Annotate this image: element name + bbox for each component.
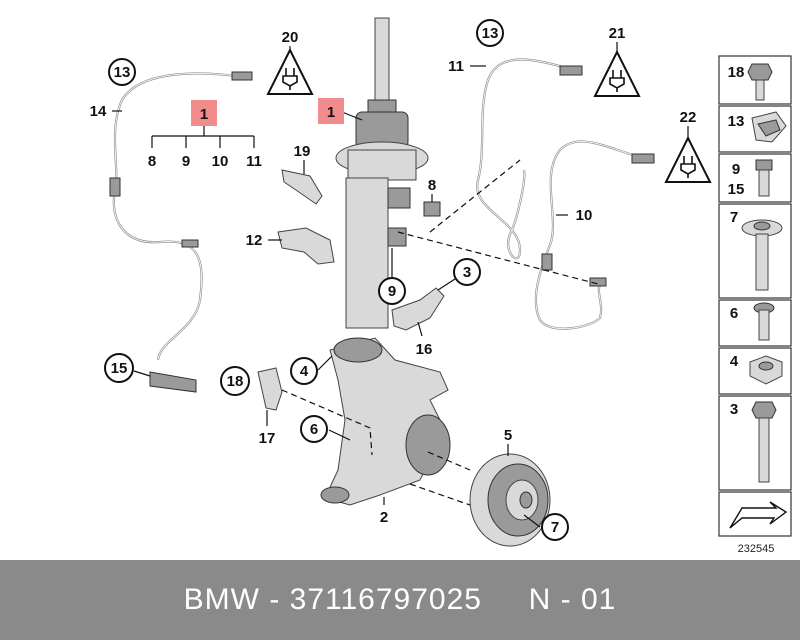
figure-number: 232545 xyxy=(738,543,775,555)
svg-text:13: 13 xyxy=(482,25,499,42)
callout-16: 16 xyxy=(416,341,433,358)
callout-18-circle: 18 xyxy=(220,366,250,396)
callout-17: 17 xyxy=(259,430,276,447)
callout-22: 22 xyxy=(680,109,697,126)
bracket-16 xyxy=(391,287,445,331)
sensor-wire-14 xyxy=(109,71,253,393)
callout-12: 12 xyxy=(246,232,263,249)
svg-text:9: 9 xyxy=(732,161,740,178)
callout-11: 11 xyxy=(448,58,464,75)
panel-row-4: 4 xyxy=(718,347,792,395)
plug-icon xyxy=(680,156,696,178)
warning-triangle-20 xyxy=(266,47,314,95)
callout-7-circle: 7 xyxy=(541,513,569,541)
callout-20: 20 xyxy=(282,29,299,46)
callout-1-main-highlight xyxy=(318,98,344,124)
arrow-icon xyxy=(729,501,788,529)
warning-triangle-21 xyxy=(593,49,641,97)
plug-icon xyxy=(609,70,625,92)
hex-nut-icon xyxy=(749,355,783,385)
callout-14: 14 xyxy=(90,103,107,120)
svg-text:3: 3 xyxy=(730,401,738,418)
svg-text:7: 7 xyxy=(730,209,738,226)
callout-11-sub: 11 xyxy=(246,153,262,170)
callout-9-circle: 9 xyxy=(378,277,406,305)
panel-row-6: 6 xyxy=(718,299,792,347)
svg-text:18: 18 xyxy=(227,373,244,390)
panel-row-7: 7 xyxy=(718,203,792,299)
torx-bolt-icon xyxy=(753,302,775,341)
callout-21: 21 xyxy=(609,25,626,42)
svg-text:15: 15 xyxy=(111,360,128,377)
shock-strut xyxy=(335,17,429,329)
wheel-hub xyxy=(469,453,551,547)
callout-9-sub: 9 xyxy=(182,153,190,170)
callout-2: 2 xyxy=(380,509,388,526)
panel-row-3: 3 xyxy=(718,395,792,491)
clip-8 xyxy=(423,201,441,217)
svg-text:4: 4 xyxy=(730,353,739,370)
svg-text:3: 3 xyxy=(463,264,471,281)
panel-row-18: 18 xyxy=(718,55,792,105)
fastener-panel: 18 13 9 15 7 xyxy=(718,55,792,555)
warning-triangle-22 xyxy=(664,135,712,183)
svg-text:15: 15 xyxy=(728,181,745,198)
callout-10-sub: 10 xyxy=(212,153,229,170)
bracket-17 xyxy=(257,367,283,411)
screw-icon xyxy=(755,159,773,197)
svg-text:13: 13 xyxy=(728,113,745,130)
callout-3-circle: 3 xyxy=(453,258,481,286)
callout-19: 19 xyxy=(294,143,311,160)
callout-15-circle: 15 xyxy=(104,353,134,383)
panel-row-arrow xyxy=(718,491,792,537)
bracket-12 xyxy=(277,227,335,265)
footer-bar: BMW - 37116797025 N - 01 xyxy=(0,560,800,640)
svg-text:13: 13 xyxy=(114,64,131,81)
clip-icon xyxy=(751,111,787,143)
sensor-wire-11 xyxy=(476,58,583,260)
parts-diagram: 1 1 8 9 10 11 14 20 19 12 8 16 17 2 5 11… xyxy=(90,17,792,555)
callout-13-left: 13 xyxy=(108,58,136,86)
callout-6-circle: 6 xyxy=(300,415,328,443)
callout-10: 10 xyxy=(576,207,593,224)
callout-8: 8 xyxy=(428,177,436,194)
bracket-19 xyxy=(281,169,323,205)
svg-text:7: 7 xyxy=(551,519,559,536)
panel-row-13: 13 xyxy=(718,105,792,153)
callout-1-top-highlight xyxy=(191,100,217,126)
callout-13-right: 13 xyxy=(476,19,504,47)
steering-knuckle xyxy=(320,337,451,506)
callout-4-circle: 4 xyxy=(290,357,318,385)
part-number-caption: BMW - 37116797025 N - 01 xyxy=(183,583,617,616)
bolt-hex-icon xyxy=(747,63,773,101)
svg-text:18: 18 xyxy=(728,64,745,81)
sensor-wire-10 xyxy=(534,140,655,330)
svg-text:4: 4 xyxy=(300,363,309,380)
plug-icon xyxy=(282,68,298,90)
svg-text:6: 6 xyxy=(310,421,318,438)
callout-5: 5 xyxy=(504,427,512,444)
collar-bolt-icon xyxy=(741,219,783,291)
long-bolt-icon xyxy=(751,401,777,483)
callout-1-main: 1 xyxy=(327,104,335,121)
svg-text:9: 9 xyxy=(388,283,396,300)
callout-1-top: 1 xyxy=(200,106,208,123)
callout-8-sub: 8 xyxy=(148,153,156,170)
svg-text:6: 6 xyxy=(730,305,738,322)
panel-row-9-15: 9 15 xyxy=(718,153,792,203)
